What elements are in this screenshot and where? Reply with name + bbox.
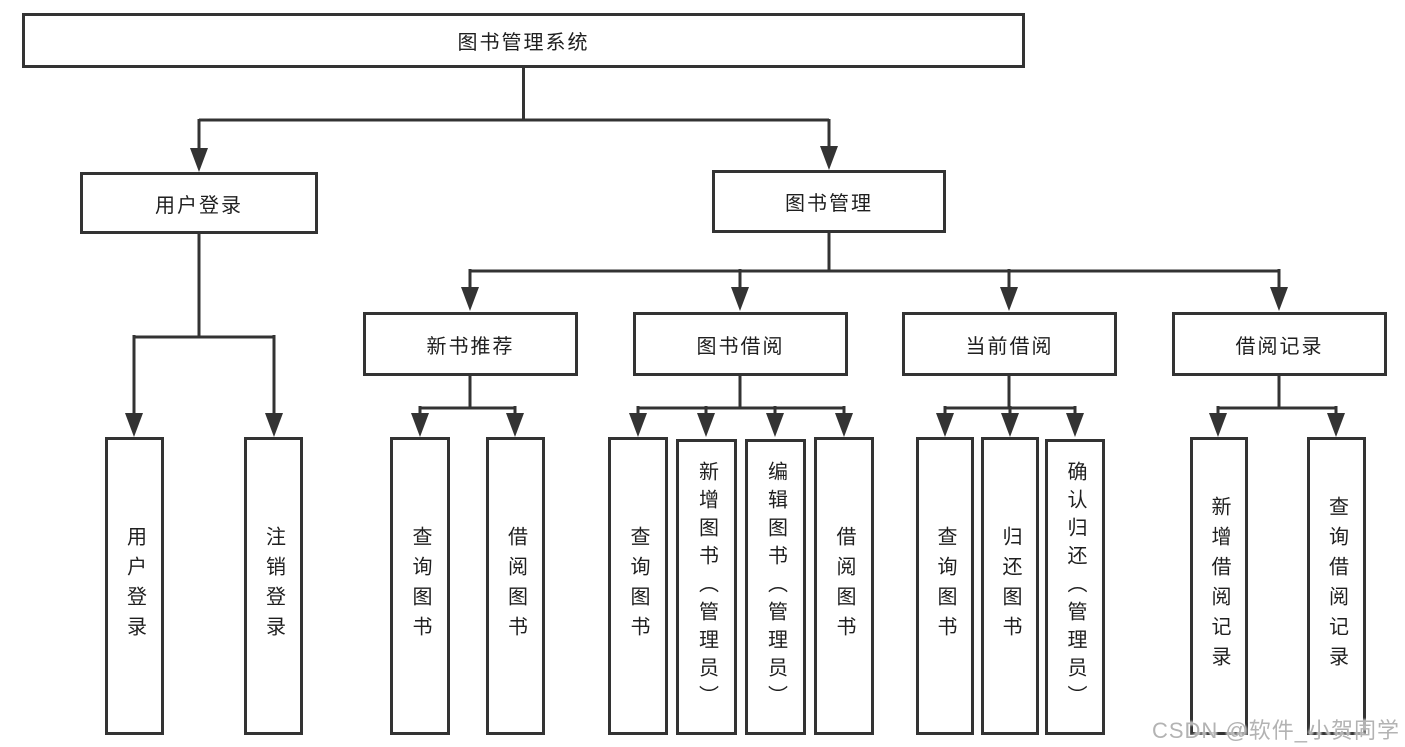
connector-records-branch [1216,376,1338,415]
arrowhead [265,413,283,437]
connector-book-to-level3 [468,233,1281,289]
arrowhead [766,413,784,437]
arrowhead [1000,287,1018,311]
leaf-query-books-recommend: 查询图书 [390,437,450,735]
node-current-borrow: 当前借阅 [902,312,1117,376]
arrowhead [1001,413,1019,437]
leaf-borrow-books: 借阅图书 [814,437,874,735]
node-book-management-label: 图书管理 [785,193,873,215]
arrowhead [190,148,208,172]
leaf-borrow-books-label: 借阅图书 [833,526,855,646]
leaf-logout-label: 注销登录 [262,526,285,646]
node-book-borrow-label: 图书借阅 [696,335,785,358]
arrowhead [1327,413,1345,437]
leaf-return-books-label: 归还图书 [999,526,1021,646]
node-borrow-records-label: 借阅记录 [1235,335,1324,358]
leaf-query-books-borrow: 查询图书 [608,437,668,735]
node-book-management: 图书管理 [712,170,946,233]
csdn-watermark: CSDN @软件_小贺同学 [1151,718,1400,743]
arrowhead [697,413,715,437]
connector-root-to-level2 [197,68,831,150]
leaf-query-borrow-record: 查询借阅记录 [1307,437,1366,735]
node-new-book-recommend-label: 新书推荐 [426,335,515,358]
leaf-borrow-books-recommend: 借阅图书 [486,437,545,735]
arrowhead [1209,413,1227,437]
node-user-login: 用户登录 [80,172,318,234]
leaf-edit-book-admin: 编辑图书（管理员） [745,439,806,735]
leaf-add-borrow-record: 新增借阅记录 [1190,437,1248,735]
leaf-user-login: 用户登录 [105,437,164,735]
leaf-logout: 注销登录 [244,437,303,735]
node-root-label: 图书管理系统 [457,32,590,54]
leaf-add-book-admin: 新增图书（管理员） [676,439,737,735]
leaf-add-book-admin-label: 新增图书（管理员） [695,461,718,713]
leaf-query-books-current-label: 查询图书 [934,526,956,646]
node-new-book-recommend: 新书推荐 [363,312,578,376]
arrowhead [411,413,429,437]
leaf-return-books: 归还图书 [981,437,1039,735]
arrowhead [936,413,954,437]
node-borrow-records: 借阅记录 [1172,312,1387,376]
connector-user-branch [132,234,276,415]
leaf-query-borrow-record-label: 查询借阅记录 [1325,496,1348,676]
leaf-add-borrow-record-label: 新增借阅记录 [1208,496,1230,676]
node-root: 图书管理系统 [22,13,1025,68]
node-book-borrow: 图书借阅 [633,312,848,376]
leaf-confirm-return-admin: 确认归还（管理员） [1045,439,1105,735]
leaf-edit-book-admin-label: 编辑图书（管理员） [764,461,787,713]
arrowhead [629,413,647,437]
arrowhead [461,287,479,311]
arrowhead [1270,287,1288,311]
connector-borrow-branch [636,376,846,415]
arrowhead [1066,413,1084,437]
arrowhead [835,413,853,437]
arrowhead [506,413,524,437]
leaf-user-login-label: 用户登录 [123,526,146,646]
connector-recommend-branch [418,376,517,415]
arrowhead [125,413,143,437]
leaf-query-books-recommend-label: 查询图书 [409,526,431,646]
leaf-query-books-borrow-label: 查询图书 [627,526,649,646]
arrowhead [820,146,838,170]
node-user-login-label: 用户登录 [155,194,243,217]
arrowhead [731,287,749,311]
leaf-confirm-return-admin-label: 确认归还（管理员） [1064,461,1086,713]
node-current-borrow-label: 当前借阅 [965,335,1054,358]
leaf-query-books-current: 查询图书 [916,437,974,735]
connector-current-branch [943,376,1077,415]
leaf-borrow-books-recommend-label: 借阅图书 [504,526,527,646]
